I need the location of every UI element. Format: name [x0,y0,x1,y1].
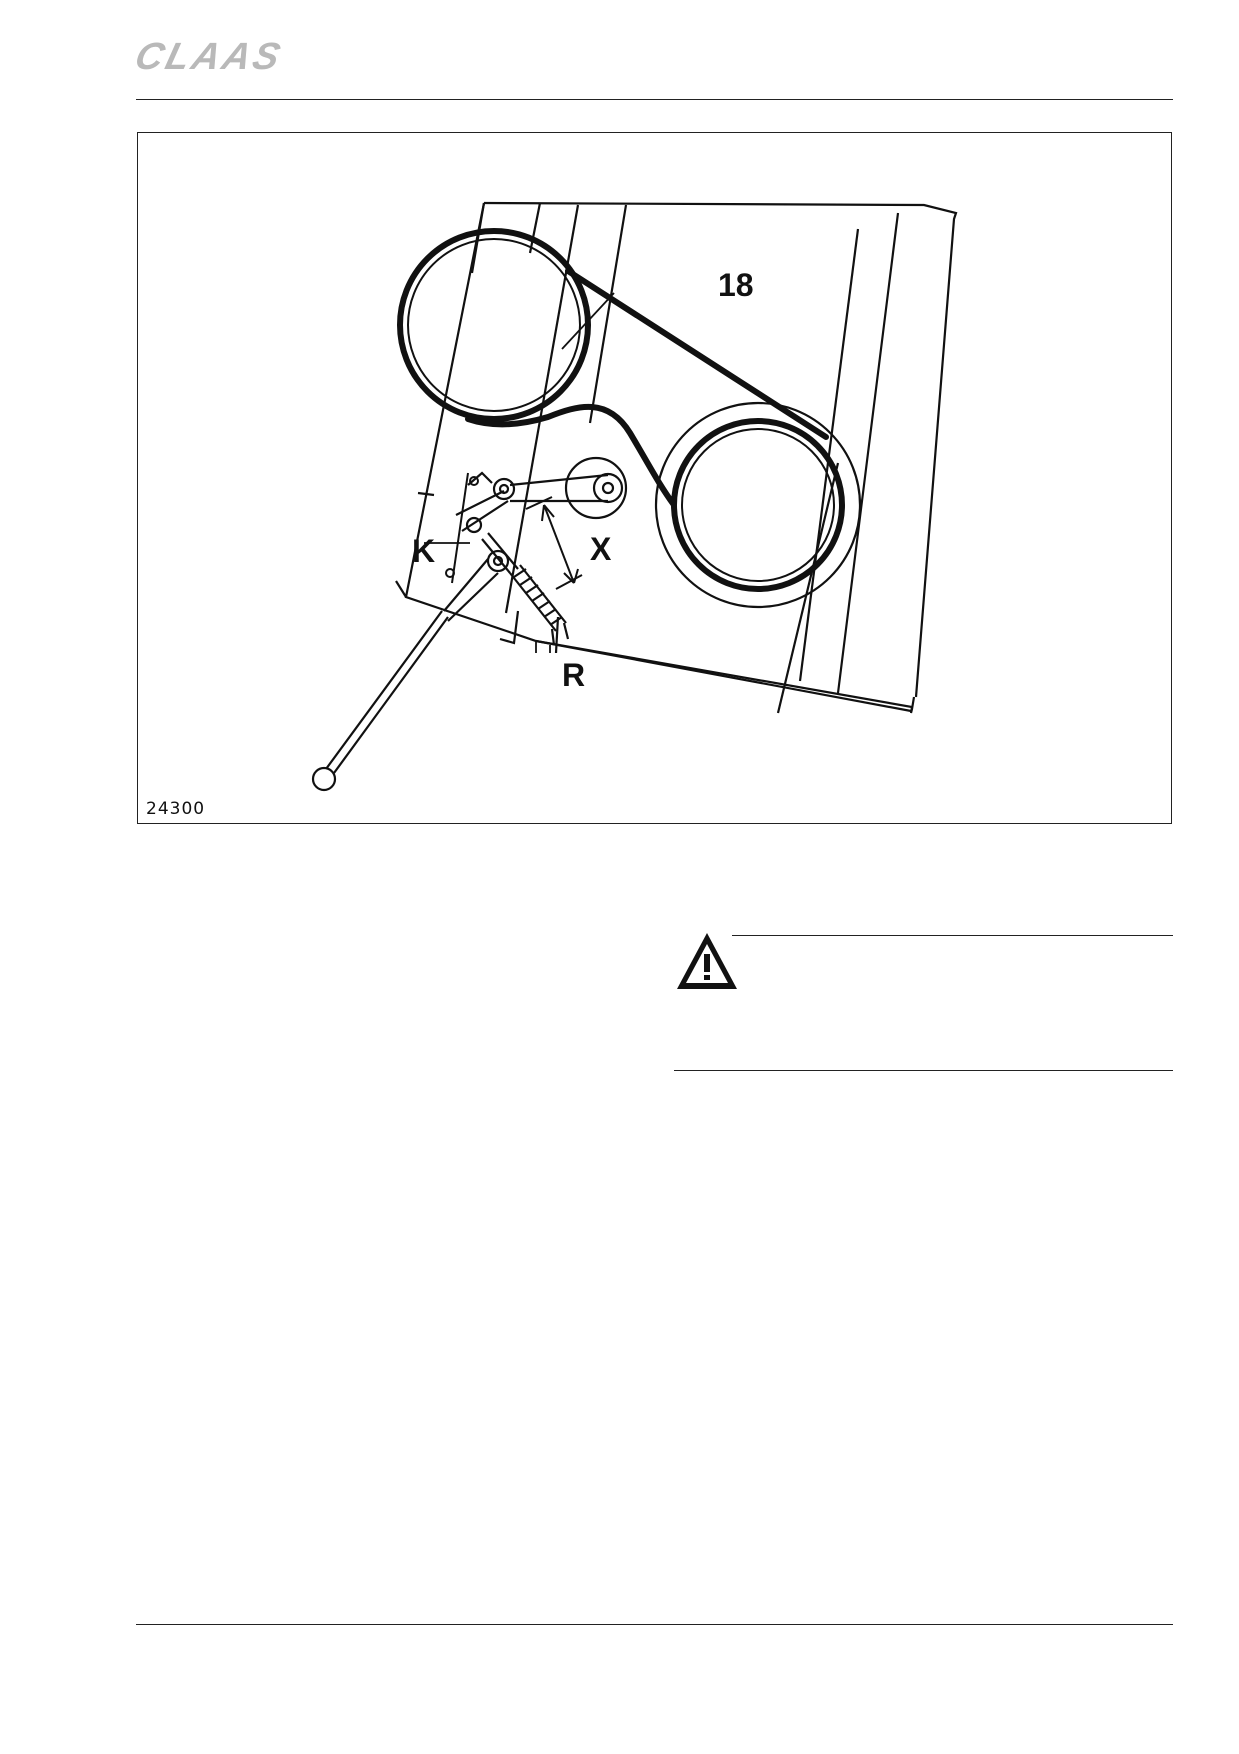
footer-rule [136,1624,1173,1625]
callout-k: K [412,533,436,569]
callout-x: X [590,531,612,567]
warning-triangle-icon [677,933,737,989]
header-rule [136,99,1173,100]
brand-logo: CLAAS [130,36,288,78]
figure-number: 24300 [146,799,206,819]
callout-18: 18 [718,267,754,303]
figure-frame: 18 K X R 24300 [137,132,1172,824]
warning-top-rule [732,935,1173,936]
warning-bottom-rule [674,1070,1173,1071]
callout-r: R [562,657,586,693]
belt-drive-illustration [311,201,958,792]
